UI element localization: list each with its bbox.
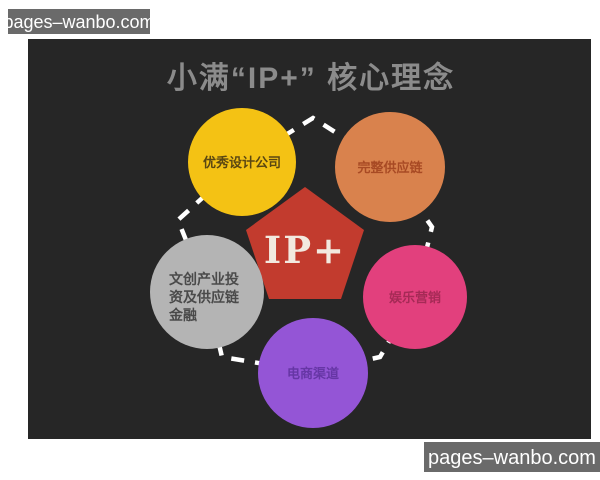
- node-entertainment-marketing: 娱乐营销: [363, 245, 467, 349]
- node-circle: [258, 318, 368, 428]
- node-ecommerce-channel: 电商渠道: [258, 318, 368, 428]
- node-label: 优秀设计公司: [203, 155, 281, 170]
- node-complete-supply-chain: 完整供应链: [335, 112, 445, 222]
- node-circle: [335, 112, 445, 222]
- watermark-background: [424, 442, 600, 472]
- node-circle: [150, 235, 264, 349]
- watermark-top-left: pages–wanbo.com: [3, 9, 155, 34]
- watermark-background: [8, 9, 150, 34]
- node-label-line3: 金融: [168, 307, 197, 323]
- page-title: 小满“IP+” 核心理念: [167, 61, 455, 95]
- node-cultural-industry-investment-finance: 文创产业投 资及供应链 金融: [150, 235, 264, 349]
- node-label: 电商渠道: [287, 366, 339, 381]
- watermark-label: pages–wanbo.com: [428, 447, 596, 469]
- center-pentagon-group: IP+: [246, 187, 364, 299]
- node-circle: [363, 245, 467, 349]
- node-label: 完整供应链: [357, 160, 423, 175]
- watermark-bottom-right: pages–wanbo.com: [424, 442, 600, 472]
- node-label: 娱乐营销: [389, 290, 441, 305]
- node-excellent-design-company: 优秀设计公司: [188, 108, 296, 216]
- node-circle: [188, 108, 296, 216]
- node-label-line1: 文创产业投: [169, 271, 239, 287]
- node-label-line2: 资及供应链: [169, 289, 240, 305]
- pentagon-shape: [246, 187, 364, 299]
- watermark-label: pages–wanbo.com: [3, 12, 154, 32]
- pentagon-label: IP+: [264, 228, 346, 272]
